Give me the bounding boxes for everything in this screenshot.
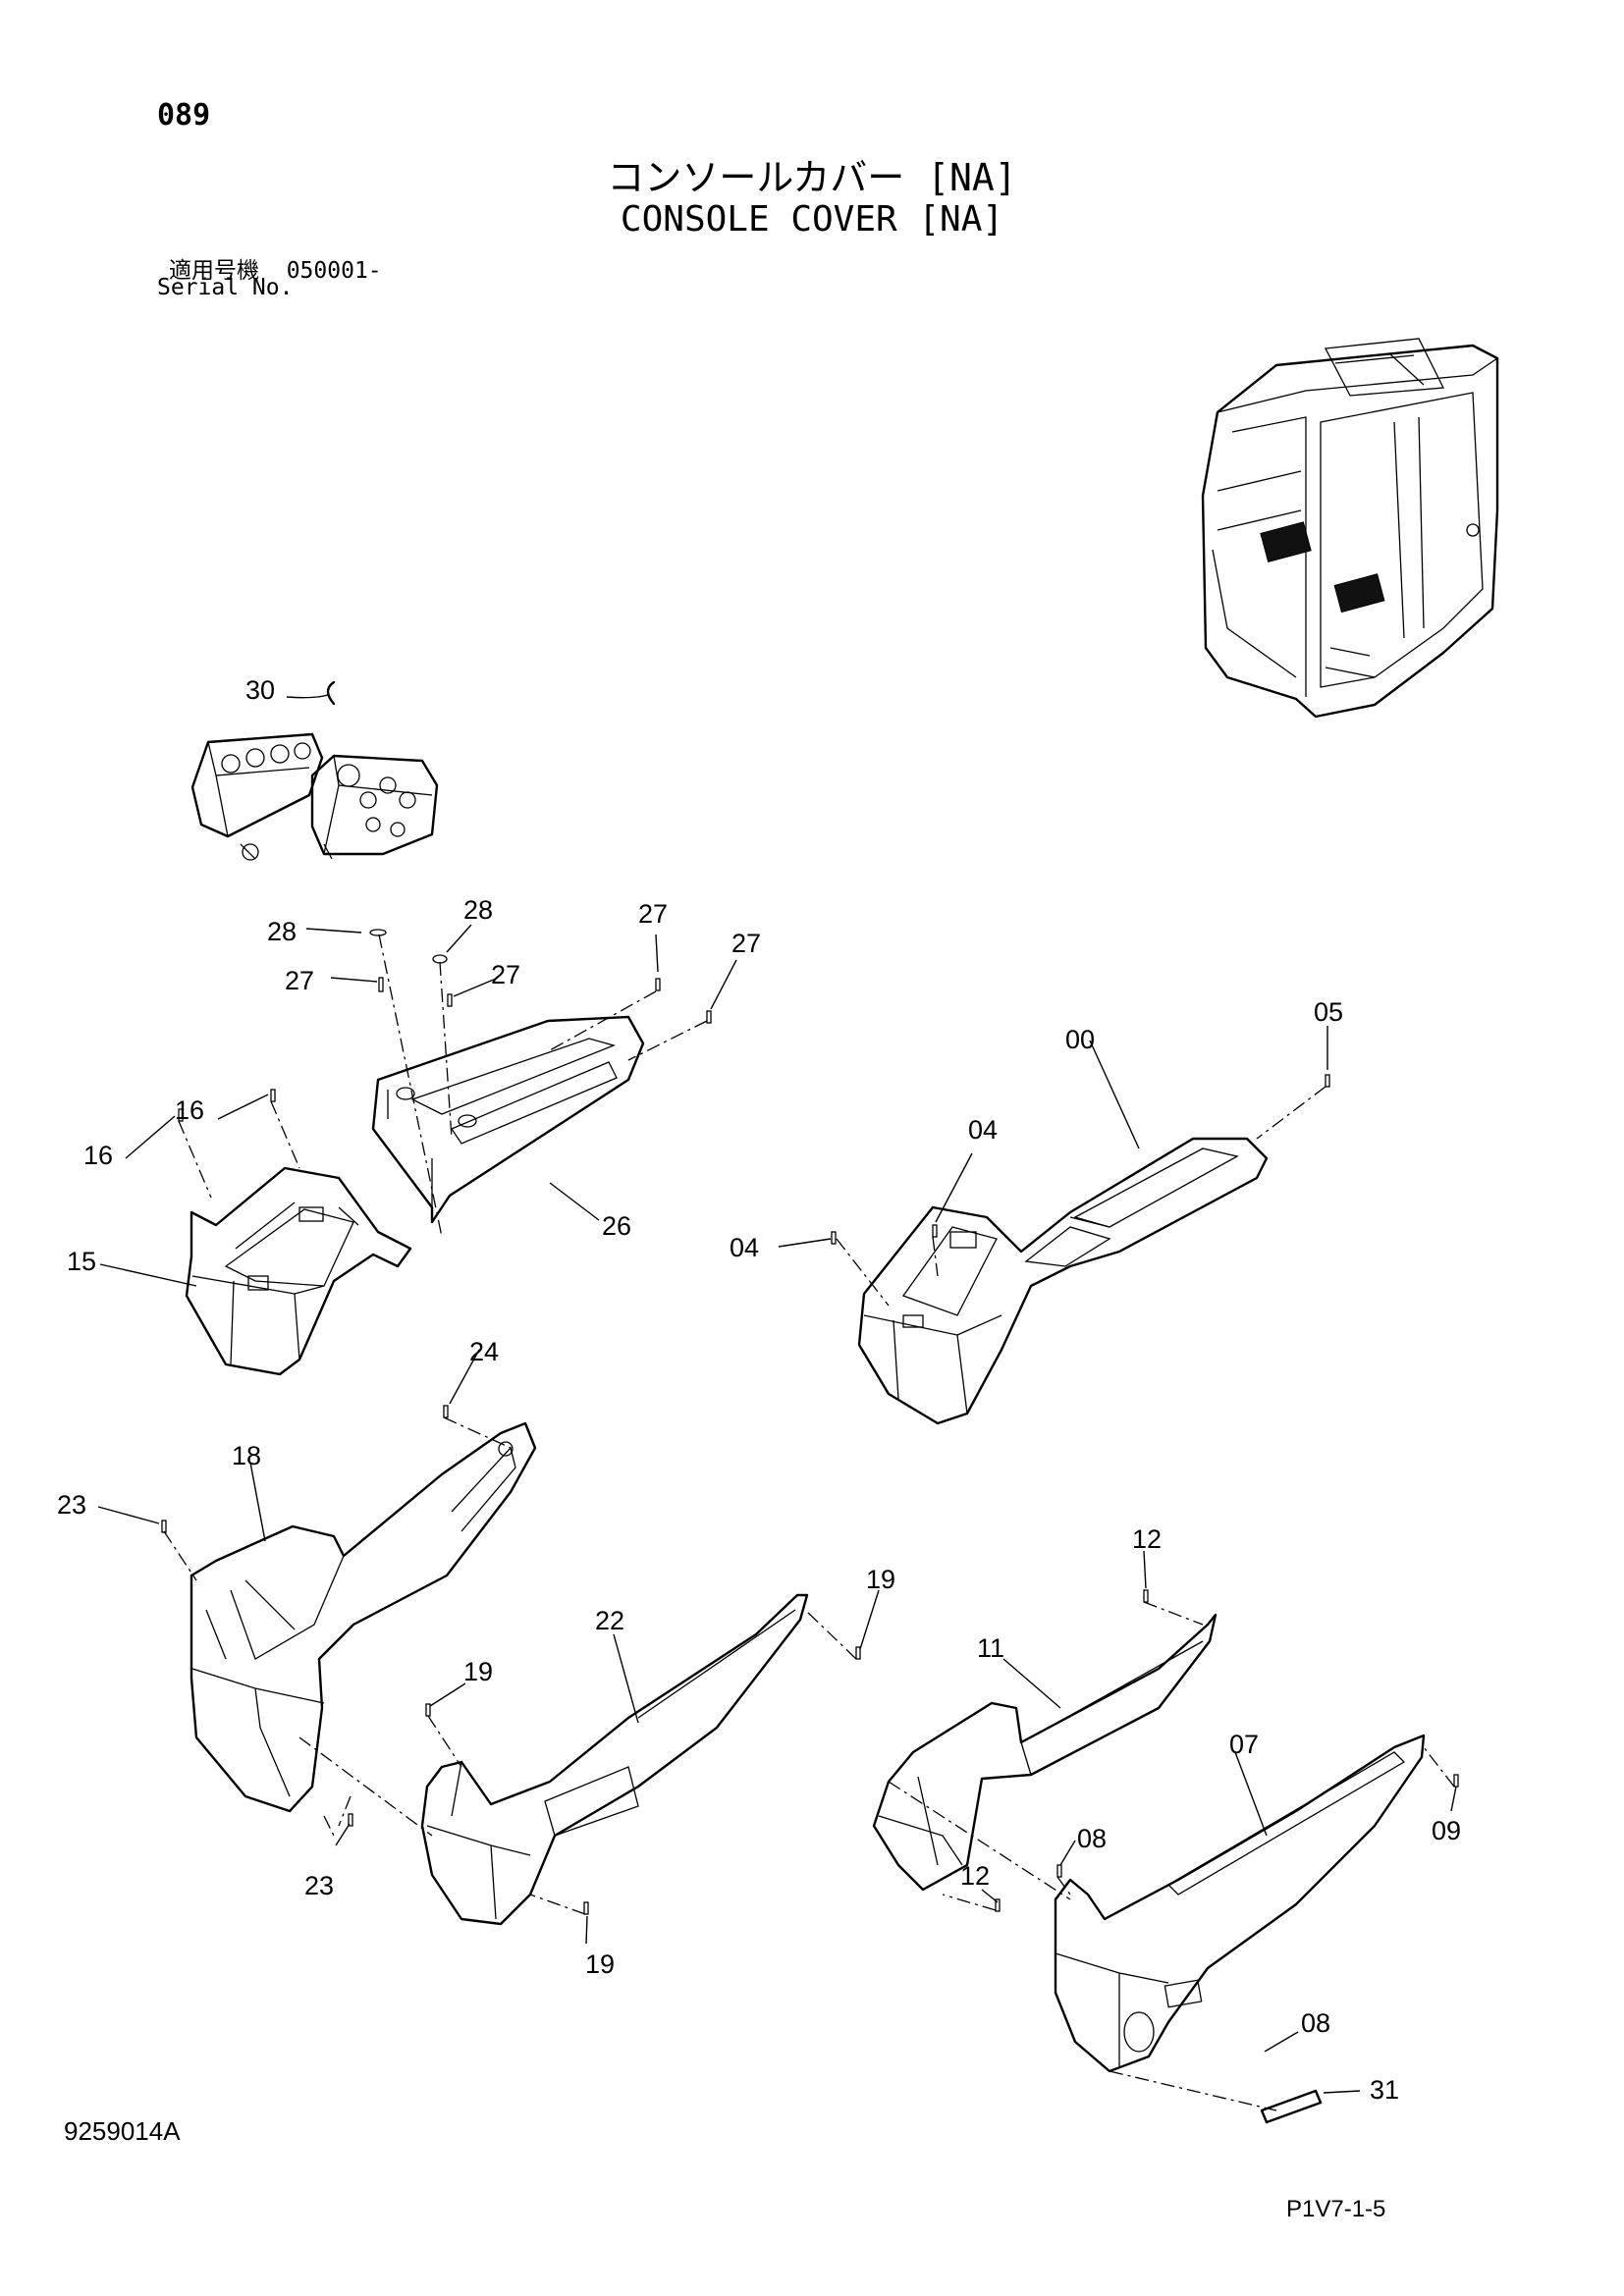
callout-16: 16 — [175, 1095, 204, 1125]
console-side-base — [185, 1166, 412, 1376]
serial-label-en: Serial No. — [157, 275, 294, 300]
callout-27: 27 — [638, 899, 668, 929]
fasteners — [161, 680, 1459, 1915]
drawing-number: 9259014A — [64, 2116, 181, 2146]
callout-09: 09 — [1432, 1816, 1461, 1845]
callout-04: 04 — [730, 1233, 759, 1262]
callout-24: 24 — [469, 1337, 499, 1366]
assembly-lines — [163, 934, 1455, 2111]
callout-31: 31 — [1370, 2075, 1399, 2105]
decal-plate — [1260, 2089, 1323, 2124]
callout-05: 05 — [1314, 997, 1343, 1027]
callout-15: 15 — [67, 1247, 96, 1276]
callout-16: 16 — [83, 1141, 113, 1170]
callout-22: 22 — [595, 1606, 624, 1635]
callout-26: 26 — [602, 1211, 631, 1241]
console-top-plate — [371, 1015, 645, 1224]
callout-18: 18 — [232, 1441, 261, 1470]
callout-12: 12 — [1132, 1524, 1162, 1554]
callout-28: 28 — [463, 895, 493, 925]
monitor-control-panel — [190, 732, 439, 861]
figure-reference: P1V7-1-5 — [1286, 2196, 1386, 2222]
callout-28: 28 — [267, 917, 297, 946]
callout-08: 08 — [1301, 2008, 1330, 2038]
leader-lines — [97, 694, 1457, 2094]
callout-27: 27 — [491, 960, 520, 989]
serial-label-jp: 適用号機 — [169, 258, 259, 284]
callout-23: 23 — [304, 1871, 334, 1900]
page-number: 089 — [157, 98, 211, 133]
callout-19: 19 — [585, 1949, 615, 1979]
callout-19: 19 — [463, 1657, 493, 1686]
callout-27: 27 — [731, 929, 761, 958]
callout-30: 30 — [245, 675, 275, 705]
callout-19: 19 — [866, 1565, 895, 1594]
console-assembly — [857, 1137, 1269, 1425]
serial-range: 050001- — [286, 258, 382, 284]
callout-08: 08 — [1077, 1824, 1107, 1853]
callout-00: 00 — [1065, 1025, 1095, 1054]
upper-right-cover — [872, 1613, 1218, 1892]
callout-11: 11 — [977, 1633, 1004, 1663]
callout-labels: 30 28 28 27 27 27 27 16 16 15 26 05 00 0… — [57, 675, 1461, 2105]
callout-12: 12 — [960, 1861, 990, 1891]
side-cover — [420, 1593, 809, 1926]
callout-07: 07 — [1229, 1730, 1259, 1759]
callout-23: 23 — [57, 1490, 86, 1520]
callout-27: 27 — [285, 966, 314, 995]
main-side-cover — [1054, 1734, 1426, 2073]
serial-line: 適用号機 050001- — [169, 251, 382, 285]
title-english: CONSOLE COVER [NA] — [620, 199, 1004, 240]
cab-overview-illustration — [1201, 338, 1499, 719]
left-rear-cover — [189, 1421, 537, 1813]
title-japanese: コンソールカバー [NA] — [607, 156, 1017, 199]
callout-04: 04 — [968, 1115, 998, 1145]
